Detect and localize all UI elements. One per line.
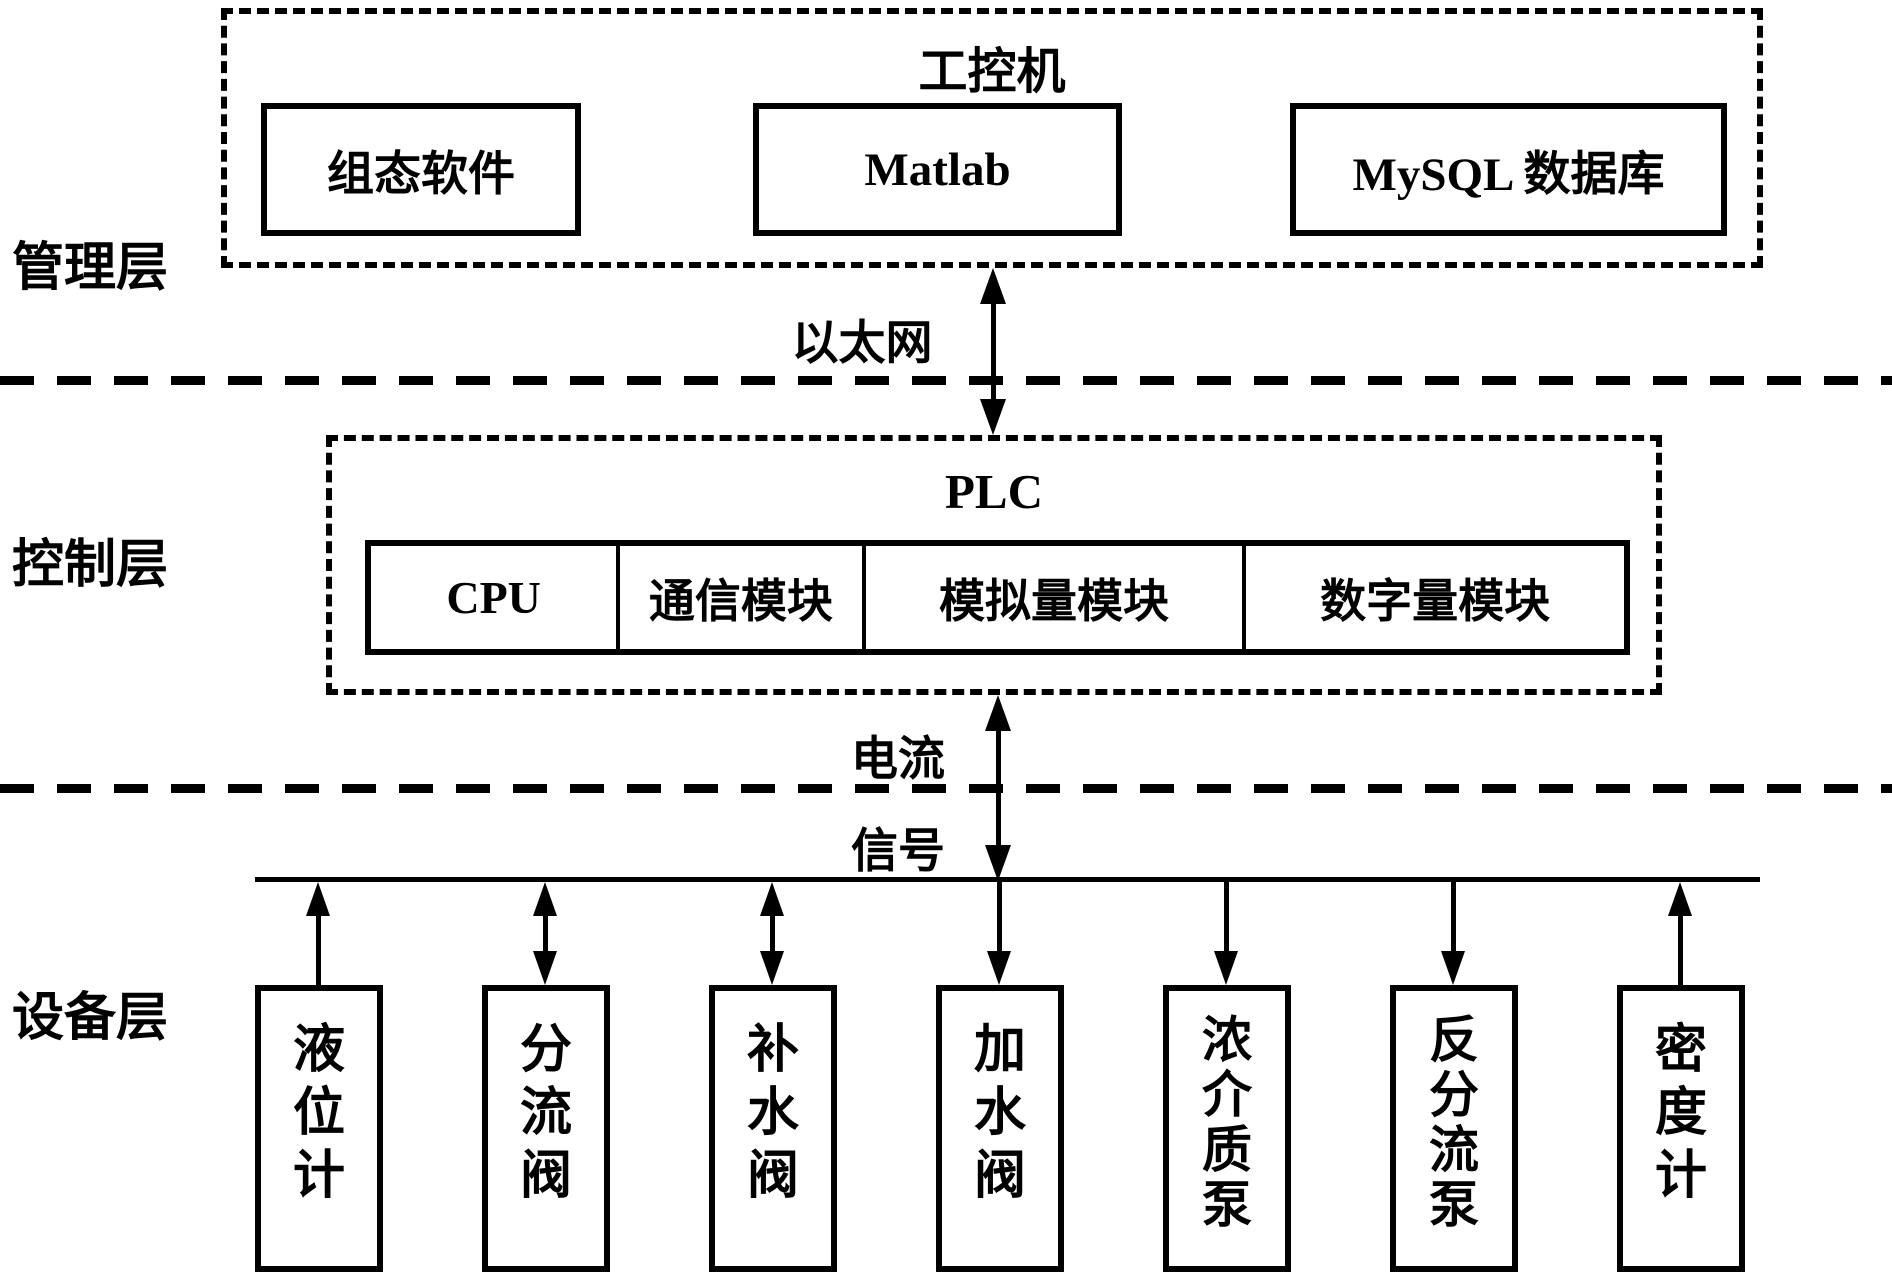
plc-module-digital: 数字量模块 [1242,546,1624,649]
arrow-shaft [543,908,548,957]
reverse-diverter-pump-label: 反分流泵 [1429,1012,1479,1233]
arrowhead-down-icon [1214,951,1238,985]
plc-dashed-box: PLC [326,435,1662,695]
config-software-box: 组态软件 [261,103,581,236]
density-meter-label: 密度计 [1654,1022,1707,1205]
dense-medium-pump-label: 浓介质泵 [1202,1012,1252,1233]
control-device-separator [0,784,1892,793]
plc-title: PLC [945,464,1043,519]
matlab-box: Matlab [753,103,1122,236]
arrow-shaft [991,298,996,405]
arrow-shaft [316,910,321,985]
device-box-level-gauge: 液位计 [255,985,383,1272]
device-box-reverse-diverter-pump: 反分流泵 [1390,985,1518,1272]
arrowhead-down-icon [985,845,1011,881]
digital-module-label: 数字量模块 [1320,575,1551,627]
arrow-shaft [997,882,1002,954]
management-layer-label: 管理层 [11,240,168,297]
arrowhead-down-icon [533,951,557,985]
arrow-shaft [770,908,775,957]
current-signal-label-line2: 信号 [851,826,945,878]
analog-module-label: 模拟量模块 [938,575,1169,627]
current-signal-label-line1: 电流 [851,734,945,786]
plc-module-row: CPU 通信模块 模拟量模块 数字量模块 [365,540,1630,655]
diverter-valve-label: 分流阀 [519,1022,572,1205]
makeup-water-valve-label: 补水阀 [746,1022,799,1205]
cpu-label: CPU [446,572,541,623]
plc-module-cpu: CPU [371,546,616,649]
arrow-shaft [996,725,1001,851]
level-gauge-label: 液位计 [292,1022,345,1205]
device-bus-line [255,877,1760,882]
arrowhead-down-icon [987,951,1011,985]
ipc-title: 工控机 [918,44,1066,99]
device-box-diverter-valve: 分流阀 [482,985,610,1272]
device-layer-label: 设备层 [11,990,168,1047]
arrow-shaft [1224,882,1229,954]
device-box-density-meter: 密度计 [1617,985,1745,1272]
ipc-dashed-box: 工控机 [221,8,1763,268]
arrowhead-down-icon [1441,951,1465,985]
plc-module-analog: 模拟量模块 [861,546,1243,649]
control-layer-label: 控制层 [11,537,168,594]
management-control-separator [0,376,1892,385]
device-box-dense-medium-pump: 浓介质泵 [1163,985,1291,1272]
mysql-database-label: MySQL 数据库 [1352,149,1665,201]
device-box-makeup-water-valve: 补水阀 [709,985,837,1272]
config-software-label: 组态软件 [327,149,515,201]
arrowhead-down-icon [760,951,784,985]
arrow-shaft [1451,882,1456,954]
arrowhead-down-icon [980,399,1006,435]
plc-module-communication: 通信模块 [616,546,861,649]
ethernet-label: 以太网 [791,318,933,370]
device-box-water-adding-valve: 加水阀 [936,985,1064,1272]
communication-module-label: 通信模块 [648,575,833,627]
water-adding-valve-label: 加水阀 [973,1022,1026,1205]
matlab-label: Matlab [864,143,1011,196]
mysql-database-box: MySQL 数据库 [1290,103,1727,236]
arrow-shaft [1678,910,1683,985]
